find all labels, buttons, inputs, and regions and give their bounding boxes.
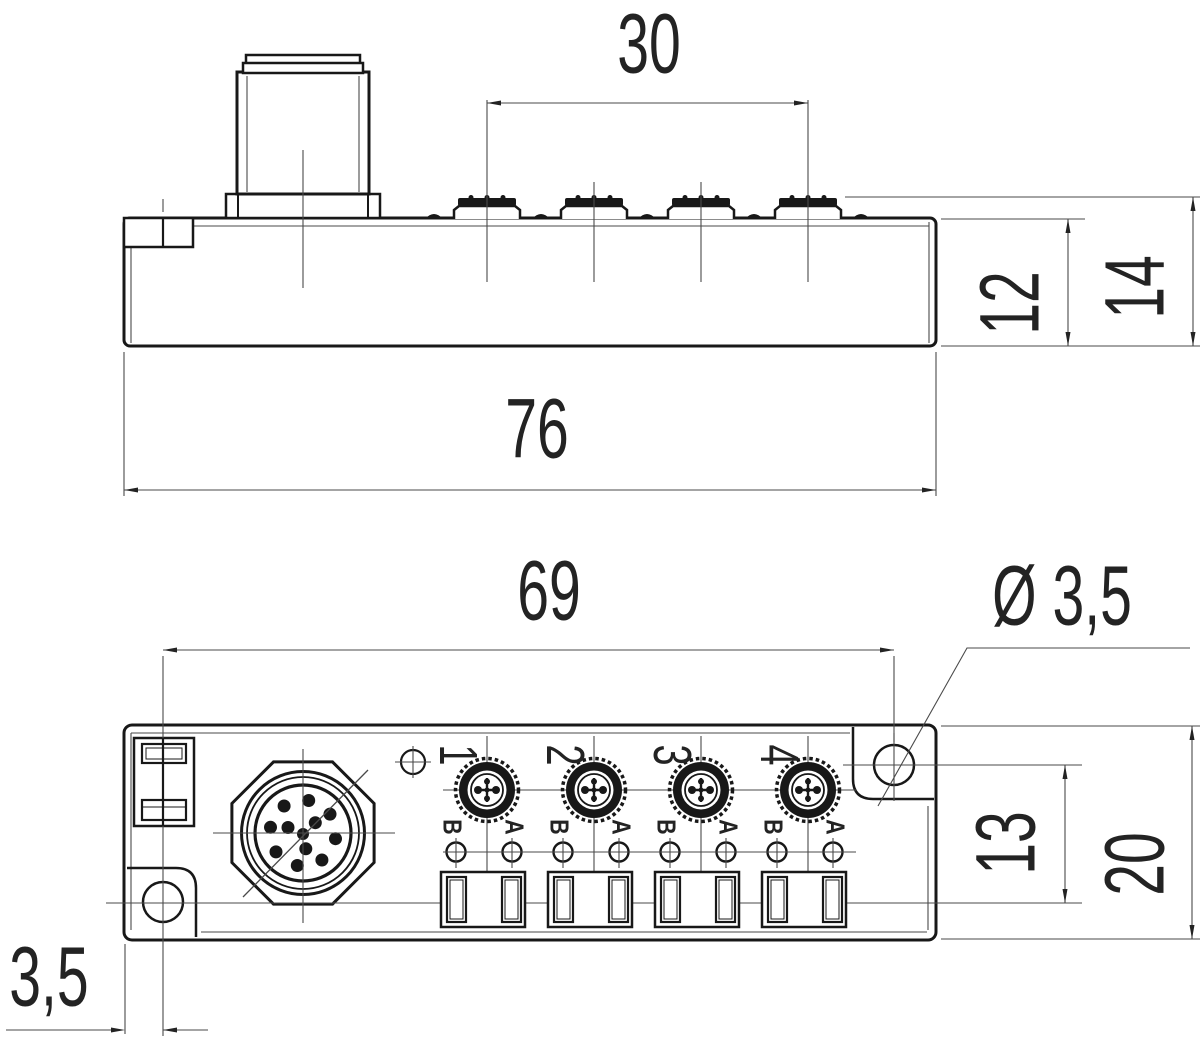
mounting-ear-bottom-left xyxy=(127,866,198,937)
dimension-port-spacing xyxy=(486,100,809,282)
dim-text-housing-depth: 12 xyxy=(962,271,1057,335)
led-label-b-2: B xyxy=(544,819,575,835)
led-indicators xyxy=(443,838,856,868)
dim-text-hole-distance: 69 xyxy=(517,543,581,638)
port-number-2: 2 xyxy=(535,744,595,766)
label-holder-2 xyxy=(546,870,634,929)
side-view-mounting-ear xyxy=(122,216,195,249)
port-number-4: 4 xyxy=(749,744,809,766)
port-number-3: 3 xyxy=(642,744,702,766)
dim-text-hole-vertical-offset: 13 xyxy=(958,811,1053,875)
hole-diameter-leader xyxy=(877,647,1190,807)
led-label-a-3: A xyxy=(713,819,744,835)
led-label-a-4: A xyxy=(820,819,851,835)
front-view xyxy=(6,647,1200,1036)
dim-text-port-spacing: 30 xyxy=(617,0,681,91)
dimension-housing-width xyxy=(123,352,937,496)
dim-text-hole-edge-offset: 3,5 xyxy=(9,929,89,1024)
led-label-a-1: A xyxy=(499,819,530,835)
dim-text-overall-depth: 14 xyxy=(1087,255,1182,319)
dimension-housing-depth xyxy=(941,218,1085,346)
dim-text-hole-diameter: Ø 3,5 xyxy=(992,548,1132,643)
led-label-b-3: B xyxy=(651,819,682,835)
label-holder-4 xyxy=(760,870,848,929)
dimension-housing-height xyxy=(941,725,1200,940)
dim-text-housing-height: 20 xyxy=(1087,832,1182,896)
dim-text-housing-width: 76 xyxy=(505,381,569,476)
dimension-hole-vertical-offset xyxy=(1062,765,1068,903)
gasket-bumps xyxy=(425,214,870,219)
main-connector-front xyxy=(213,749,395,923)
label-holder-3 xyxy=(653,870,741,929)
dimension-hole-distance xyxy=(163,647,895,742)
dimension-overall-depth xyxy=(845,196,1200,347)
label-holder-1 xyxy=(439,870,527,929)
port-number-1: 1 xyxy=(428,744,488,766)
main-connector-side xyxy=(224,53,382,288)
led-label-a-2: A xyxy=(606,819,637,835)
led-label-b-1: B xyxy=(437,819,468,835)
side-view xyxy=(122,53,1200,496)
dimension-hole-edge-offset xyxy=(6,944,208,1034)
mounting-ear-top-right xyxy=(851,727,934,801)
led-label-b-4: B xyxy=(758,819,789,835)
side-view-housing xyxy=(122,216,938,348)
